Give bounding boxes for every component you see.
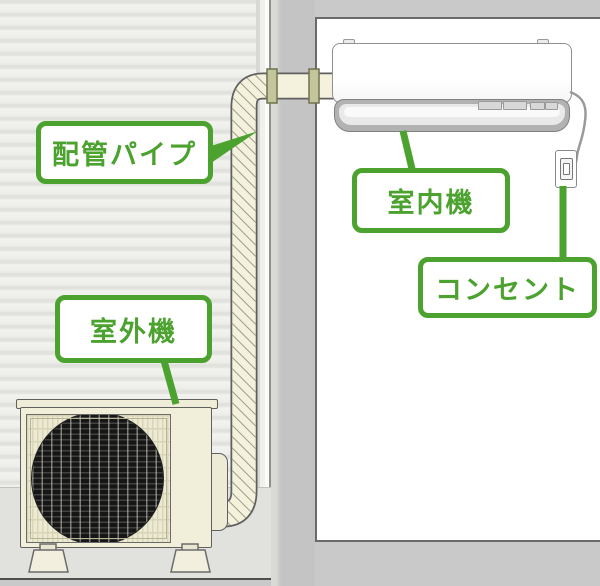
wall-cross-section: [271, 0, 315, 586]
outdoor-unit-foot-left: [28, 549, 69, 573]
indoor-unit-button: [545, 102, 558, 110]
grille-inner-frame: [30, 418, 167, 539]
outlet-label: コンセント: [418, 257, 597, 318]
indoor-unit-button: [478, 101, 502, 110]
ground-edge-line: [0, 578, 271, 580]
outlet-plug-inner: [562, 163, 570, 175]
outdoor-unit-label-text: 室外機: [90, 316, 177, 347]
power-outlet: [555, 150, 577, 188]
indoor-unit-label: 室内機: [352, 168, 510, 233]
outlet-plug: [559, 158, 573, 180]
vent-slat: [344, 107, 560, 117]
indoor-unit-button: [503, 101, 527, 110]
indoor-unit-body: [332, 43, 572, 104]
indoor-unit: [330, 38, 576, 138]
outdoor-unit-grille: [26, 414, 171, 543]
outdoor-unit-feet: [28, 543, 211, 573]
mount-tab-left: [343, 39, 355, 46]
indoor-unit-label-text: 室内機: [387, 188, 475, 218]
mount-tab-right: [537, 39, 549, 46]
outdoor-unit-label: 室外機: [55, 295, 212, 363]
outlet-label-text: コンセント: [435, 275, 580, 305]
outdoor-unit-fan: [31, 415, 164, 542]
outdoor-unit: [14, 396, 238, 580]
outdoor-unit-foot-right: [170, 549, 211, 573]
pipe-label: 配管パイプ: [36, 121, 213, 184]
indoor-unit-button: [530, 102, 545, 110]
pipe-label-text: 配管パイプ: [52, 140, 197, 170]
